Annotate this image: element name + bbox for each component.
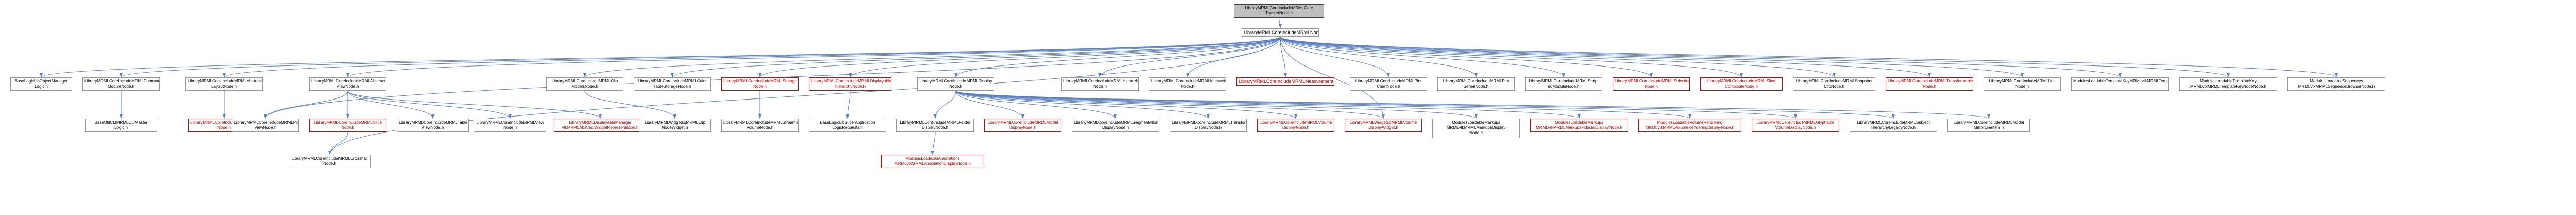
graph-edge bbox=[40, 36, 1281, 78]
graph-node[interactable]: LibraryMRMLCoreIncludeMRMLCrosshair Node… bbox=[289, 155, 371, 168]
graph-edge bbox=[1098, 36, 1281, 78]
graph-edge bbox=[955, 90, 1024, 119]
graph-edge bbox=[1280, 36, 2122, 78]
graph-node[interactable]: LibraryMRMLWidgetsqMRMLVolume DisplayWid… bbox=[1345, 119, 1422, 132]
graph-edge bbox=[931, 131, 936, 155]
graph-node[interactable]: LibraryMRMLCoreIncludeMRMLSlice Node.h bbox=[309, 119, 386, 132]
graph-node[interactable]: BaseLogicLibSlicerApplication LogicReque… bbox=[809, 119, 886, 132]
graph-edge bbox=[846, 90, 851, 119]
graph-node[interactable]: LibraryMRMLCoreIncludeMRMLGlyphable Volu… bbox=[1752, 119, 1839, 132]
graph-node[interactable]: LibraryMRMLCoreIncludeMRMLMeasurement.h bbox=[1236, 77, 1334, 86]
graph-node[interactable]: ModulesLoadableSequences MRMLvtkMRMLSequ… bbox=[2287, 77, 2385, 91]
graph-node[interactable]: LibraryMRMLCoreIncludeMRMLModel MirrorLi… bbox=[1947, 119, 2030, 132]
graph-node[interactable]: LibraryMRMLCoreIncludeMRMLModel DisplayN… bbox=[984, 119, 1061, 132]
graph-node[interactable]: LibraryMRMLCoreIncludeMRMLHierarchy Node… bbox=[1061, 77, 1139, 91]
graph-edge bbox=[955, 90, 1895, 119]
graph-node[interactable]: BaseLogicLibObjectManager Logic.h bbox=[10, 77, 72, 91]
graph-edge bbox=[955, 90, 1990, 119]
graph-node[interactable]: ModulesLoadableMarkups MRMLvtkMRMLMarkup… bbox=[1530, 119, 1628, 132]
graph-node[interactable]: LibraryMRMLCoreIncludeMRMLPlot SeriesNod… bbox=[1437, 77, 1515, 91]
graph-edge bbox=[1280, 36, 1836, 78]
graph-node[interactable]: LibraryMRMLCoreIncludeMRMLAbstract ViewN… bbox=[309, 77, 386, 91]
graph-edge bbox=[346, 36, 1281, 78]
graph-node[interactable]: LibraryMRMLCoreIncludeMRMLFolder Display… bbox=[896, 119, 974, 132]
graph-node[interactable]: LibraryMRMLCoreIncludeMRMLPlot ViewNode.… bbox=[232, 119, 299, 132]
graph-edge bbox=[264, 90, 348, 119]
graph-edge bbox=[934, 90, 956, 119]
graph-node[interactable]: LibraryMRMLCoreIncludeMRMLSnapshot ClipN… bbox=[1793, 77, 1875, 91]
graph-node[interactable]: ModulesLoadableVolumeRendering MRMLvtkMR… bbox=[1638, 119, 1741, 132]
graph-edge bbox=[1280, 36, 1287, 78]
graph-edge bbox=[955, 90, 1691, 119]
graph-edge bbox=[849, 36, 1281, 78]
graph-node[interactable]: LibraryMRMLCoreIncludeMRMLDisplay Node.h bbox=[917, 77, 994, 91]
graph-edge bbox=[328, 131, 348, 155]
graph-edge bbox=[1280, 36, 1565, 78]
graph-edge bbox=[347, 90, 602, 119]
graph-edge bbox=[584, 90, 676, 119]
graph-node[interactable]: LibraryMRMLCoreIncludeMRMLStorage Node.h bbox=[721, 77, 799, 91]
graph-node[interactable]: LibraryMRMLCoreIncludeMRMLSubject Hierar… bbox=[1850, 119, 1937, 132]
graph-edge bbox=[1280, 36, 2338, 78]
graph-edge bbox=[1278, 17, 1282, 29]
graph-edge bbox=[1280, 36, 1390, 78]
graph-node[interactable]: LibraryMRMLCoreIncludeMRMLSegmentation D… bbox=[1072, 119, 1159, 132]
graph-edge bbox=[347, 90, 434, 119]
graph-edge bbox=[955, 90, 1478, 119]
graph-node[interactable]: LibraryMRMLCoreIncludeMRMLInteraction No… bbox=[1149, 77, 1226, 91]
graph-edge bbox=[955, 90, 1581, 119]
graph-edge bbox=[223, 36, 1281, 78]
graph-edge bbox=[955, 90, 1385, 119]
graph-edge bbox=[347, 90, 512, 119]
graph-edge bbox=[328, 36, 1281, 155]
graph-node[interactable]: LibraryMRMLDisplayableManager vtkMRMLAbs… bbox=[554, 119, 647, 132]
graph-edge bbox=[954, 36, 1281, 78]
graph-node[interactable]: LibraryMRMLCoreIncludeMRMLCommandLine Mo… bbox=[82, 77, 160, 91]
graph-edge bbox=[758, 36, 1281, 78]
graph-node[interactable]: ModulesLoadableTemplateKey MRMLvtkMRMLTe… bbox=[2179, 77, 2277, 91]
graph-node[interactable]: LibraryMRMLWidgetsqMRMLClip NodeWidget.h bbox=[639, 119, 711, 132]
graph-node[interactable]: ModulesLoadableMarkups MRMLvtkMRMLMarkup… bbox=[1432, 119, 1520, 138]
graph-edge bbox=[1280, 36, 1931, 78]
graph-node[interactable]: LibraryMRMLCoreIncludeMRMLSlice Composit… bbox=[1700, 77, 1783, 91]
graph-node[interactable]: LibraryMRMLCoreIncludeMRMLTransformable … bbox=[1886, 77, 1973, 91]
graph-edge bbox=[955, 90, 1797, 119]
graph-edge bbox=[955, 90, 1117, 119]
graph-node[interactable]: ModulesLoadableTemplateKeyMRMLvtkMRMLTem… bbox=[2071, 77, 2169, 91]
graph-edge bbox=[1280, 36, 2230, 78]
graph-node[interactable]: ModulesLoadableAnnotations MRMLvtkMRMLAn… bbox=[881, 155, 984, 168]
graph-node[interactable]: LibraryMRMLCoreIncludeMRMLNode.h bbox=[1242, 28, 1319, 37]
graph-edge bbox=[120, 36, 1281, 78]
graph-node[interactable]: LibraryMRMLCoreIncludeMRMLAbstract Layou… bbox=[185, 77, 263, 91]
graph-edge bbox=[955, 90, 1210, 119]
graph-edge bbox=[1280, 36, 1478, 78]
graph-node[interactable]: LibraryMRMLCoreIncludeMRMLCore TrackerNo… bbox=[1234, 4, 1324, 18]
graph-node[interactable]: LibraryMRMLCoreIncludeMRMLDisplayable Hi… bbox=[809, 77, 891, 91]
graph-node[interactable]: LibraryMRMLCoreIncludeMRMLView Node.h bbox=[474, 119, 546, 132]
graph-edge bbox=[583, 36, 1281, 78]
graph-node[interactable]: LibraryMRMLCoreIncludeMRMLScript edModul… bbox=[1525, 77, 1602, 91]
graph-node[interactable]: LibraryMRMLCoreIncludeMRMLPlot ChartNode… bbox=[1350, 77, 1427, 91]
graph-node[interactable]: LibraryMRMLCoreIncludeMRMLTable ViewNode… bbox=[397, 119, 469, 132]
graph-edge bbox=[1280, 36, 2024, 78]
graph-node[interactable]: LibraryMRMLCoreIncludeMRMLClip ModelsNod… bbox=[546, 77, 623, 91]
graph-node[interactable]: LibraryMRMLCoreIncludeMRMLVolume Display… bbox=[1257, 119, 1334, 132]
graph-node[interactable]: LibraryMRMLCoreIncludeMRMLTransform Disp… bbox=[1170, 119, 1247, 132]
graph-node[interactable]: LibraryMRMLCoreIncludeMRMLUnit Node.h bbox=[1984, 77, 2061, 91]
graph-edge bbox=[1280, 36, 1653, 78]
graph-edge bbox=[671, 36, 1281, 78]
graph-node[interactable]: LibraryMRMLCoreIncludeMRMLSelection Node… bbox=[1613, 77, 1690, 91]
graph-node[interactable]: LibraryMRMLCoreIncludeMRMLColor TableSto… bbox=[634, 77, 711, 91]
graph-edge bbox=[1280, 36, 1743, 78]
graph-edge bbox=[955, 90, 1297, 119]
graph-node[interactable]: BaseUtilCLIMRMLCLIMaster Logic.h bbox=[85, 119, 157, 132]
graph-node[interactable]: LibraryMRMLCoreIncludeMRMLStreaming Volu… bbox=[721, 119, 799, 132]
